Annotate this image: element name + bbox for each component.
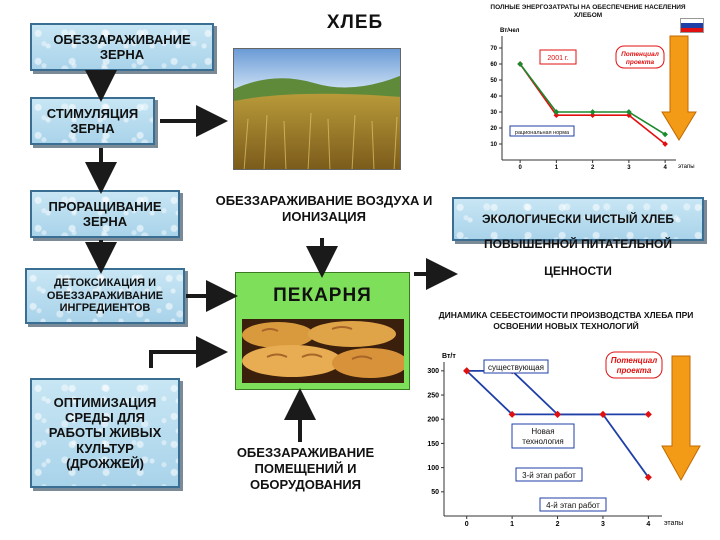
x-tick-label: 1	[510, 521, 514, 528]
box-bakery-label: ПЕКАРНЯ	[273, 285, 372, 306]
y-axis-label: Вт/чел	[500, 28, 520, 34]
cost-chart-svg: Вт/т этапы 50 100 150 200 250 300 0 1 2 3 4 Потенциал…	[427, 351, 701, 528]
eco-bread-line2: ПОВЫШЕННОЙ ПИТАТЕЛЬНОЙ	[484, 237, 672, 251]
y-tick-label: 100	[427, 465, 439, 472]
box-disinfection-grain: ОБЕЗЗАРАЖИВАНИЕ ЗЕРНА	[30, 23, 214, 71]
potential-label-2: проекта	[617, 366, 652, 375]
potential-arrow	[661, 355, 701, 482]
x-tick-label: 3	[601, 521, 605, 528]
potential-label-2: проекта	[626, 59, 655, 66]
x-tick-label: 0	[465, 521, 469, 528]
box-sprouting-grain-label: ПРОРАЩИВАНИЕ ЗЕРНА	[48, 198, 162, 229]
energy-chart: ПОЛНЫЕ ЭНЕРГОЗАТРАТЫ НА ОБЕСПЕЧЕНИЕ НАСЕ…	[470, 0, 720, 185]
existing-callout	[483, 359, 549, 374]
y-tick-label: 60	[490, 62, 497, 68]
potential-label-1: Потенциал	[611, 356, 658, 365]
x-tick-label: 2	[591, 165, 595, 171]
data-point	[626, 109, 632, 115]
stage3-label: 3-й этап работ	[522, 471, 576, 480]
box-eco-bread: ЭКОЛОГИЧЕСКИ ЧИСТЫЙ ХЛЕБ	[452, 197, 704, 241]
y-tick-label: 150	[427, 441, 439, 448]
new-tech-label-2: технология	[522, 437, 563, 446]
y-tick-label: 40	[490, 94, 497, 100]
data-point	[553, 109, 560, 115]
potential-callout	[605, 351, 663, 379]
bread-drawing	[242, 321, 404, 378]
energy-chart-svg: Вт/чел этапы 10 20 30 40 50 60 70 0 1 2 3 4 Потенциалп…	[490, 28, 697, 171]
potential-callout	[615, 45, 665, 69]
y-tick-label: 10	[490, 142, 497, 148]
box-disinfection-grain-label: ОБЕЗЗАРАЖИВАНИЕ ЗЕРНА	[53, 31, 191, 62]
box-air-disinfection-label: ОБЕЗЗАРАЖИВАНИЕ ВОЗДУХА И ИОНИЗАЦИЯ	[215, 193, 433, 224]
new-tech-callout	[511, 423, 575, 449]
x-axis-label: этапы	[678, 164, 695, 170]
stage3-callout	[515, 467, 583, 482]
y-axis-label: Вт/т	[442, 353, 456, 360]
box-stimulation-grain-label: СТИМУЛЯЦИЯ ЗЕРНА	[46, 105, 139, 136]
box-sprouting-grain: ПРОРАЩИВАНИЕ ЗЕРНА	[30, 190, 180, 238]
box-optimization: ОПТИМИЗАЦИЯ СРЕДЫ ДЛЯ РАБОТЫ ЖИВЫХ КУЛЬТ…	[30, 378, 180, 488]
existing-label: существующая	[488, 363, 544, 372]
box-optimization-label: ОПТИМИЗАЦИЯ СРЕДЫ ДЛЯ РАБОТЫ ЖИВЫХ КУЛЬТ…	[48, 394, 162, 471]
box-stimulation-grain: СТИМУЛЯЦИЯ ЗЕРНА	[30, 97, 155, 145]
rational-callout	[509, 125, 575, 137]
y-tick-label: 250	[427, 392, 439, 399]
box-detox-label: ДЕТОКСИКАЦИЯ И ОБЕЗЗАРАЖИВАНИЕ ИНГРЕДИЕН…	[46, 276, 164, 315]
russia-flag	[680, 18, 704, 33]
stage4-callout	[539, 497, 607, 512]
year-callout	[539, 49, 577, 65]
data-point	[644, 473, 652, 481]
data-point	[589, 109, 596, 115]
x-tick-label: 2	[556, 521, 560, 528]
data-point	[589, 112, 596, 119]
y-tick-label: 50	[431, 489, 439, 496]
x-tick-label: 1	[555, 165, 559, 171]
series-line	[519, 63, 666, 136]
wheat-field-image	[233, 48, 401, 170]
x-axis-label: этапы	[664, 520, 683, 527]
eco-bread-line3: ЦЕННОСТИ	[544, 264, 612, 278]
stage4-label: 4-й этап работ	[546, 501, 600, 510]
new-tech-label-1: Новая	[531, 427, 554, 436]
data-point	[553, 112, 560, 119]
y-tick-label: 50	[490, 78, 497, 84]
box-eco-bread-label: ЭКОЛОГИЧЕСКИ ЧИСТЫЙ ХЛЕБ	[482, 211, 674, 226]
energy-chart-title: ПОЛНЫЕ ЭНЕРГОЗАТРАТЫ НА ОБЕСПЕЧЕНИЕ НАСЕ…	[490, 4, 686, 19]
box-premises-disinfection: ОБЕЗЗАРАЖИВАНИЕ ПОМЕЩЕНИЙ И ОБОРУДОВАНИЯ	[208, 445, 403, 513]
bread-image	[242, 319, 404, 383]
box-detox: ДЕТОКСИКАЦИЯ И ОБЕЗЗАРАЖИВАНИЕ ИНГРЕДИЕН…	[25, 268, 185, 324]
box-bakery: ПЕКАРНЯ	[235, 272, 410, 390]
y-tick-label: 30	[490, 110, 497, 116]
cost-chart-title: ДИНАМИКА СЕБЕСТОИМОСТИ ПРОИЗВОДСТВА ХЛЕБ…	[438, 310, 694, 331]
cost-chart: ДИНАМИКА СЕБЕСТОИМОСТИ ПРОИЗВОДСТВА ХЛЕБ…	[420, 310, 720, 540]
x-tick-label: 4	[646, 521, 650, 528]
x-tick-label: 3	[627, 165, 631, 171]
y-tick-label: 200	[427, 417, 439, 424]
box-premises-disinfection-label: ОБЕЗЗАРАЖИВАНИЕ ПОМЕЩЕНИЙ И ОБОРУДОВАНИЯ	[236, 445, 375, 492]
data-point	[644, 410, 652, 418]
potential-label-1: Потенциал	[621, 51, 659, 58]
box-air-disinfection: ОБЕЗЗАРАЖИВАНИЕ ВОЗДУХА И ИОНИЗАЦИЯ	[210, 193, 438, 241]
x-tick-label: 4	[663, 165, 667, 171]
y-tick-label: 20	[490, 126, 497, 132]
data-point	[662, 141, 668, 147]
wheat-field-drawing	[234, 49, 400, 169]
arrow-optimization-to-bakery	[149, 336, 228, 368]
year-label: 2001 г.	[547, 55, 568, 62]
page-title: ХЛЕБ	[326, 12, 384, 33]
data-point	[662, 131, 668, 138]
rational-label: рациональная норма	[515, 130, 570, 136]
data-point	[517, 61, 523, 67]
y-tick-label: 70	[490, 46, 497, 52]
y-tick-label: 300	[427, 368, 439, 375]
x-tick-label: 0	[518, 165, 522, 171]
potential-arrow	[661, 35, 697, 141]
data-point	[508, 410, 516, 418]
